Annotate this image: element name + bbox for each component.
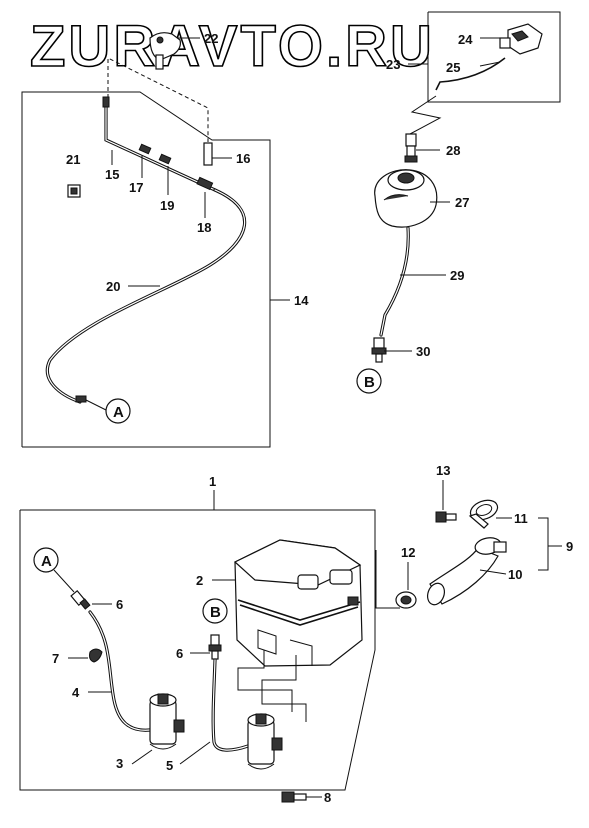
hose-end-15	[102, 96, 110, 108]
connector-b-top: B	[364, 374, 375, 391]
clip-part-21	[67, 184, 81, 198]
callout-12: 12	[401, 545, 415, 560]
connector-b-top-circle	[356, 368, 382, 394]
callout-20: 20	[106, 279, 120, 294]
callout-6-left: 6	[116, 597, 123, 612]
rear-washer-group	[356, 11, 561, 394]
callout-18: 18	[197, 220, 211, 235]
group-14-frame	[21, 91, 271, 448]
callout-17: 17	[129, 180, 143, 195]
callout-19: 19	[160, 198, 174, 213]
callout-1: 1	[209, 474, 216, 489]
filler-cap-part-11	[468, 499, 499, 529]
callout-30: 30	[416, 344, 430, 359]
washer-pump-part-rear	[247, 713, 283, 770]
callout-28: 28	[446, 143, 460, 158]
bracket-9	[538, 517, 549, 571]
callout-29: 29	[450, 268, 464, 283]
callout-24: 24	[458, 32, 473, 47]
grommet-part-12	[395, 591, 417, 609]
washer-pump-part-3	[149, 693, 185, 750]
callout-9: 9	[566, 539, 573, 554]
leader-25	[479, 61, 501, 67]
callout-25: 25	[446, 60, 460, 75]
filler-neck-part-10	[426, 537, 507, 606]
callout-2: 2	[196, 573, 203, 588]
tank-guide-1	[237, 650, 293, 712]
callout-21: 21	[66, 152, 80, 167]
connector-part-28	[404, 133, 418, 163]
callout-14: 14	[294, 293, 309, 308]
connector-18	[196, 176, 214, 191]
callout-6-center: 6	[176, 646, 183, 661]
callout-15: 15	[105, 167, 119, 182]
callout-16: 16	[236, 151, 250, 166]
leader-10	[479, 569, 507, 575]
leader-3	[131, 749, 153, 765]
watermark-text: ZURAVTO.RU	[30, 14, 435, 79]
dash-guide-top	[107, 57, 209, 142]
group-23-frame	[427, 11, 561, 103]
clip-part-7	[89, 648, 103, 663]
callout-5: 5	[166, 758, 173, 773]
rear-hose-zigzag	[409, 95, 442, 135]
washer-reservoir-tank-part	[233, 539, 363, 667]
connector-part-6-left	[70, 589, 91, 610]
connector-16	[203, 142, 213, 166]
check-valve-part-27	[374, 169, 438, 228]
callout-8: 8	[324, 790, 331, 805]
connector-a-bottom: A	[41, 553, 52, 570]
callout-10: 10	[508, 567, 522, 582]
screw-part-13	[435, 511, 457, 523]
callout-7: 7	[52, 651, 59, 666]
callout-13: 13	[436, 463, 450, 478]
connector-a-top: A	[113, 404, 124, 421]
leader-a-bottom	[53, 569, 75, 593]
bolt-part-8	[281, 791, 307, 803]
connector-b-bottom: B	[210, 604, 221, 621]
leader-5	[179, 741, 211, 765]
group-1-frame	[19, 509, 376, 791]
rear-nozzle-part-24	[499, 23, 543, 55]
joint-17	[138, 143, 152, 155]
callout-4: 4	[72, 685, 80, 700]
callout-27: 27	[455, 195, 469, 210]
connector-part-30	[371, 337, 387, 363]
tank-guide-2	[261, 655, 307, 722]
leader-a-top	[85, 399, 107, 411]
washer-nozzle-part	[149, 32, 181, 70]
callout-3: 3	[116, 756, 123, 771]
hose-end-20	[75, 395, 87, 403]
callout-23: 23	[386, 57, 400, 72]
callout-11: 11	[514, 511, 528, 526]
callout-22: 22	[204, 31, 218, 46]
connector-b-bottom-circle	[202, 598, 228, 624]
washer-reservoir-group	[19, 480, 562, 803]
connector-a-bottom-circle	[33, 547, 59, 573]
joint-19	[158, 153, 172, 165]
leader-12-bracket	[375, 550, 400, 609]
connector-part-6-center	[208, 634, 222, 660]
front-hose-assembly-group	[21, 32, 290, 448]
connector-a-top-circle	[105, 398, 131, 424]
